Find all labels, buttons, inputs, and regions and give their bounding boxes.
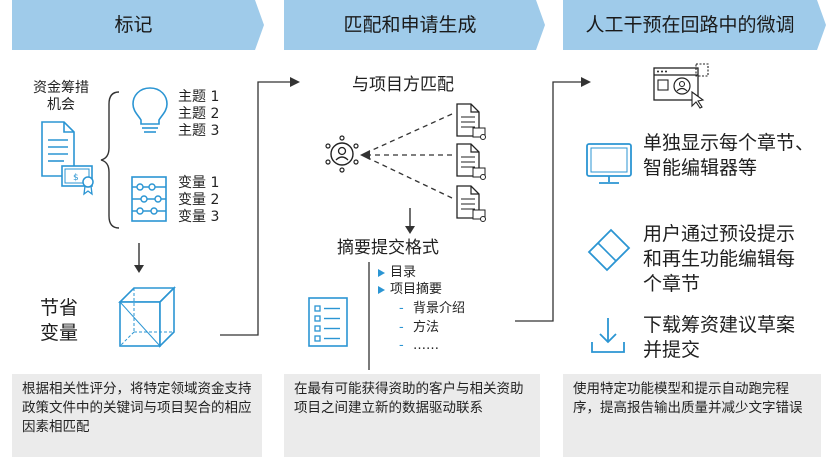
feature-download-line1: 下载筹资建议草案 [643,314,796,336]
match-title: 与项目方匹配 [352,75,454,95]
eraser-icon [587,228,631,272]
theme-3: 主题 3 [178,123,220,139]
cube-icon [118,286,176,348]
save-variables-label: 节省 变量 [40,296,78,346]
description-panel-2: 在最有可能获得资助的客户与相关资助项目之间建立新的数据驱动联系 [284,374,540,457]
outline-rule [368,262,370,370]
step2-title: 匹配和申请生成 [343,14,477,36]
description-panel-1: 根据相关性评分，将特定领域资金支持政策文件中的关键词与项目契合的相应因素相匹配 [12,374,262,457]
variable-3: 变量 3 [178,209,220,225]
step3-title: 人工干预在回路中的微调 [585,14,795,36]
document-icon-3 [456,185,486,222]
outline-sub-method: 方法 [413,320,440,335]
feature-edit-line3: 个章节 [643,273,701,295]
down-arrow-icon-2 [405,208,415,234]
outline-sub-ellipsis: …… [413,338,439,353]
user-interface-icon [653,63,709,109]
theme-1: 主题 1 [178,89,220,105]
header-chevrons [12,0,826,50]
bullet-triangle-icon-2 [378,286,385,294]
feature-sections-line2: 智能编辑器等 [643,157,758,179]
feature-edit-line1: 用户通过预设提示 [643,223,796,245]
outline-sub-dash-1: - [399,301,404,316]
abacus-icon [131,176,167,222]
outline-sub-background: 背景介绍 [413,301,466,316]
bullet-triangle-icon-1 [378,269,385,277]
variable-2: 变量 2 [178,192,220,208]
format-title: 摘要提交格式 [337,238,439,258]
connector-col2-col3 [515,77,591,322]
monitor-icon [586,143,632,184]
save-line2: 变量 [40,322,79,344]
outline-item-toc: 目录 [390,265,417,280]
feature-edit-line2: 和再生功能编辑每 [643,248,796,270]
lightbulb-icon [132,87,168,133]
grouping-brace [100,91,120,229]
checklist-icon [308,297,348,347]
step1-title: 标记 [114,14,153,36]
down-arrow-icon [134,243,144,273]
feature-sections-line1: 单独显示每个章节、 [643,132,815,154]
feature-edit: 用户通过预设提示 和再生功能编辑每 个章节 [643,222,795,297]
feature-download: 下载筹资建议草案 并提交 [643,313,795,363]
document-certificate-icon: $ [41,121,94,196]
svg-text:$: $ [73,173,79,183]
dashed-match-arrows [360,113,453,199]
funding-opportunity-line2: 机会 [47,97,75,113]
chevron-step3-shape [563,0,826,50]
document-icon-1 [456,103,486,140]
save-line1: 节省 [40,297,79,319]
feature-sections: 单独显示每个章节、 智能编辑器等 [643,131,814,181]
funding-opportunity-line1: 资金筹措 [33,80,89,96]
connector-col1-col2 [220,77,300,336]
person-hub-icon [325,135,359,173]
chevron-step1-shape [12,0,264,50]
outline-sub-dash-3: - [399,338,404,353]
outline-item-summary: 项目摘要 [390,282,443,297]
feature-download-line2: 并提交 [643,339,701,361]
document-icon-2 [456,143,486,180]
chevron-step2-shape [284,0,545,50]
download-icon [591,318,625,353]
funding-opportunity-label: 资金筹措 机会 [25,80,97,114]
description-panel-3: 使用特定功能模型和提示自动跑完程序，提高报告输出质量并减少文字错误 [563,374,821,457]
theme-2: 主题 2 [178,106,220,122]
variable-1: 变量 1 [178,175,220,191]
outline-sub-dash-2: - [399,320,404,335]
